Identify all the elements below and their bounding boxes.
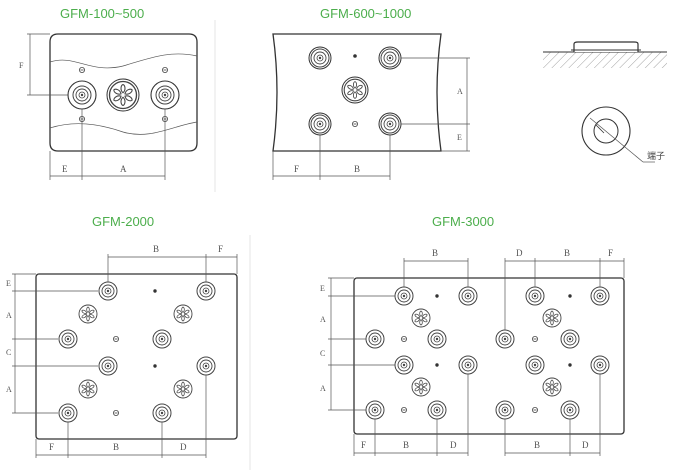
title-gfm-2000: GFM-2000 <box>92 214 155 229</box>
dim-label-c: C <box>6 348 11 357</box>
dim-label-f: F <box>294 164 299 174</box>
upper-wave-line <box>49 53 198 69</box>
dim-label-f: F <box>218 244 223 254</box>
center-emblem <box>343 78 367 102</box>
dim-label-e: E <box>6 279 11 288</box>
terminal <box>458 286 478 306</box>
terminal <box>394 286 414 306</box>
terminal <box>98 281 118 301</box>
dim-label-a: A <box>6 385 12 394</box>
dim-label-f: F <box>361 440 366 450</box>
emblem <box>411 377 431 397</box>
screw <box>351 121 359 127</box>
terminal <box>380 48 400 68</box>
gfm-600-1000-drawing: A E F B <box>272 33 470 180</box>
terminal <box>495 400 515 420</box>
screw <box>532 335 538 343</box>
screw <box>400 406 408 414</box>
terminal <box>310 48 330 68</box>
dim-label-a: A <box>457 87 463 96</box>
dim-label-e: E <box>457 133 462 142</box>
terminal <box>458 355 478 375</box>
dim-label-b: B <box>534 440 540 450</box>
emblem <box>173 379 193 399</box>
dim-label-b: B <box>403 440 409 450</box>
dim-label-a: A <box>320 315 326 324</box>
dim-label-e: E <box>62 164 68 174</box>
screw <box>400 335 408 343</box>
terminal-label: 端子 <box>647 150 665 162</box>
screw <box>532 406 538 414</box>
gfm-3000-drawing: E A C A B D B F F B D B D <box>320 248 625 456</box>
terminal <box>98 356 118 376</box>
terminal <box>560 400 580 420</box>
dim-label-c: C <box>320 349 325 358</box>
terminal <box>427 329 447 349</box>
dim-label-a: A <box>320 384 326 393</box>
screw <box>113 409 119 417</box>
lower-wave-line <box>49 121 198 135</box>
terminal-left <box>72 85 92 105</box>
dim-label-b: B <box>354 164 360 174</box>
gfm-3000-plate <box>353 277 625 435</box>
dim-label-b: B <box>153 244 159 254</box>
terminal <box>560 329 580 349</box>
emblem <box>173 304 193 324</box>
dim-label-a: A <box>6 311 12 320</box>
emblem <box>542 377 562 397</box>
dim-label-d: D <box>180 442 187 452</box>
dim-label-b: B <box>432 248 438 258</box>
dim-label-f: F <box>49 442 54 452</box>
emblem <box>542 308 562 328</box>
terminal <box>590 286 610 306</box>
dot <box>353 54 357 58</box>
dim-label-d: D <box>450 440 457 450</box>
dim-label-a: A <box>120 164 127 174</box>
emblem <box>78 304 98 324</box>
gfm-2000-drawing: E A C A B F F B D <box>6 244 238 458</box>
dim-label-e: E <box>320 284 325 293</box>
terminal <box>58 403 78 423</box>
dim-label-f: F <box>608 248 613 258</box>
dim-label-d: D <box>582 440 589 450</box>
terminal <box>196 281 216 301</box>
terminal <box>380 114 400 134</box>
terminal <box>196 356 216 376</box>
center-emblem <box>108 80 138 110</box>
terminal <box>427 400 447 420</box>
terminal <box>365 329 385 349</box>
dim-label-f: F <box>19 61 24 70</box>
terminal <box>365 400 385 420</box>
gfm-100-500-drawing: F E A <box>19 33 198 180</box>
terminal <box>310 114 330 134</box>
dim-label-b: B <box>113 442 119 452</box>
terminal <box>152 403 172 423</box>
title-gfm-3000: GFM-3000 <box>432 214 495 229</box>
screw <box>161 67 169 73</box>
terminal <box>525 286 545 306</box>
terminal-right <box>155 85 175 105</box>
terminal <box>152 329 172 349</box>
title-gfm-100-500: GFM-100~500 <box>60 6 145 21</box>
terminal <box>525 355 545 375</box>
emblem <box>78 379 98 399</box>
ground-hatch <box>543 52 667 68</box>
terminal <box>58 329 78 349</box>
terminal <box>495 329 515 349</box>
dim-label-b: B <box>564 248 570 258</box>
title-gfm-600-1000: GFM-600~1000 <box>320 6 412 21</box>
screw <box>113 335 119 343</box>
emblem <box>411 308 431 328</box>
side-view-drawing: 端子 <box>543 41 667 163</box>
screw <box>79 67 85 73</box>
terminal <box>394 355 414 375</box>
dim-label-d: D <box>516 248 523 258</box>
terminal <box>590 355 610 375</box>
